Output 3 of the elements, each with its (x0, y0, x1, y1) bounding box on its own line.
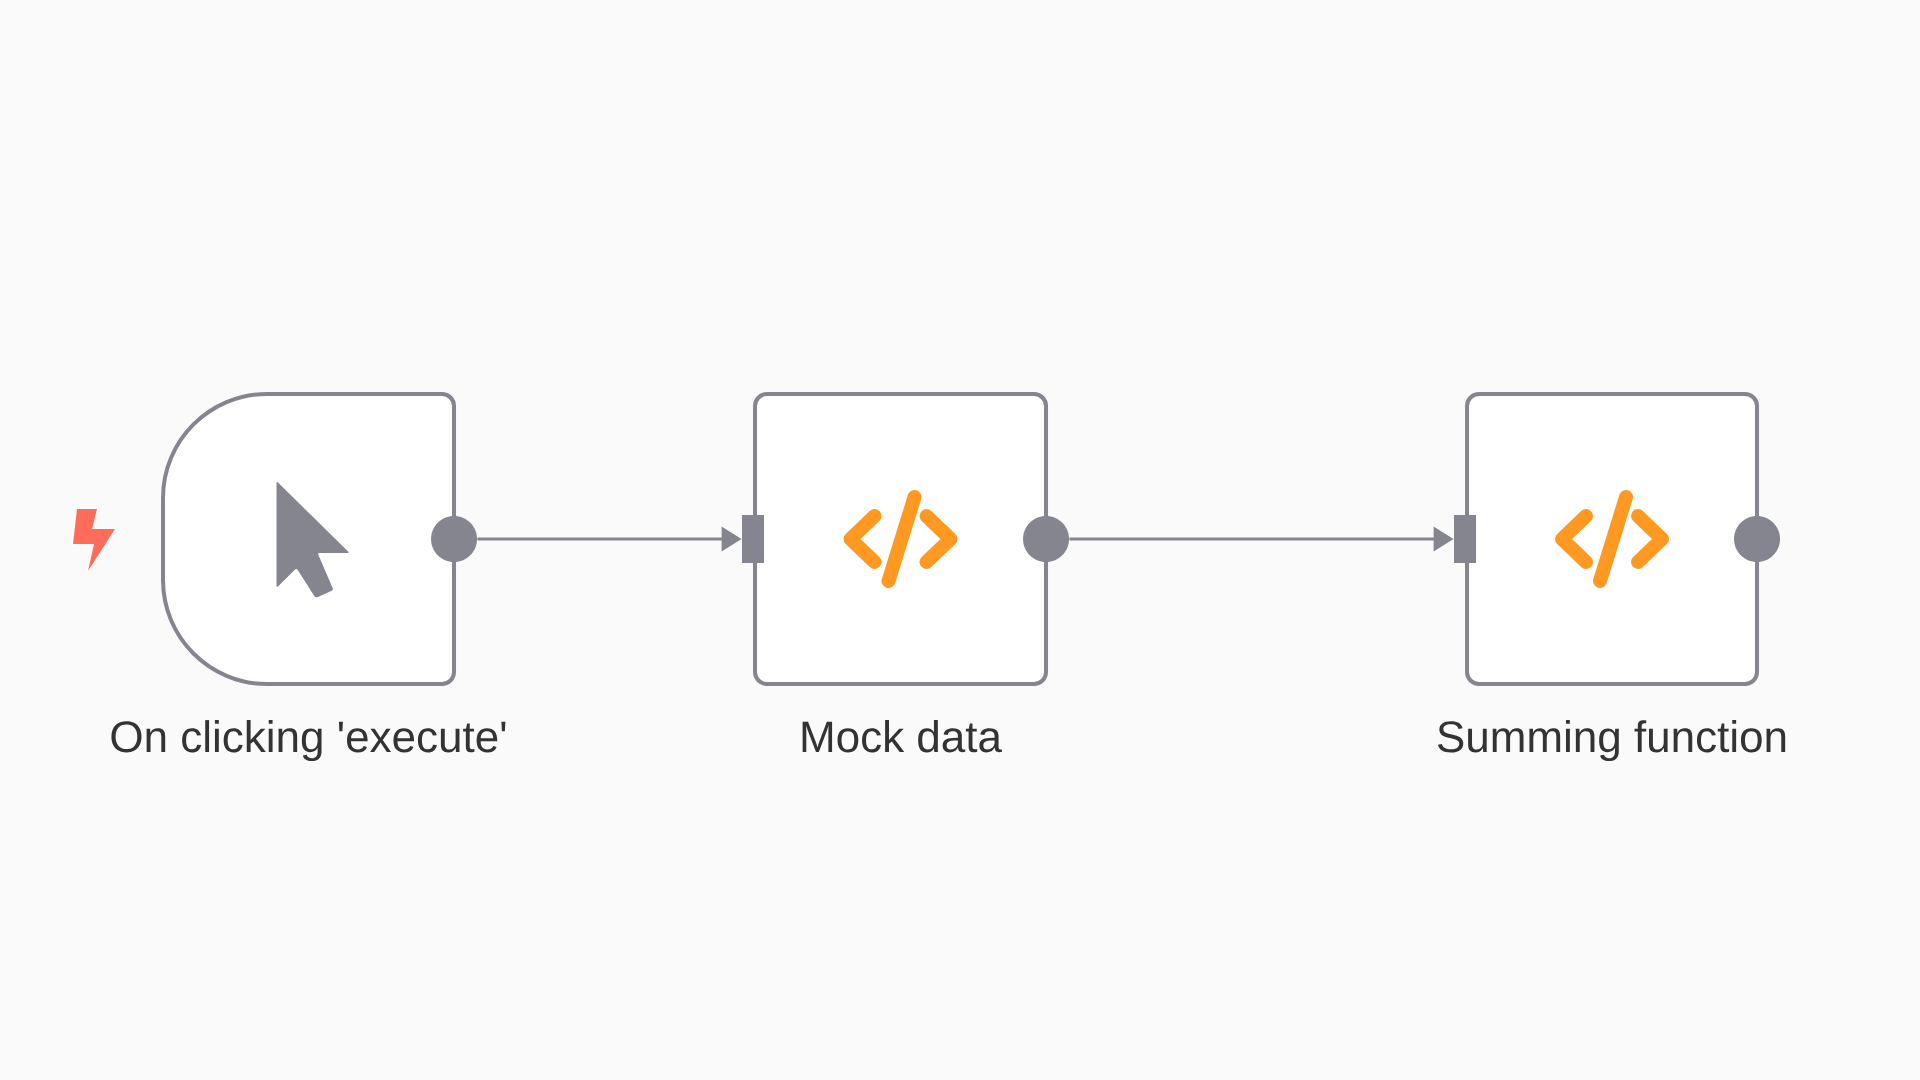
node-label: Mock data (802, 720, 1002, 753)
node-label: Summing function (1437, 720, 1786, 762)
node-label: On clicking 'execute' (111, 720, 506, 762)
